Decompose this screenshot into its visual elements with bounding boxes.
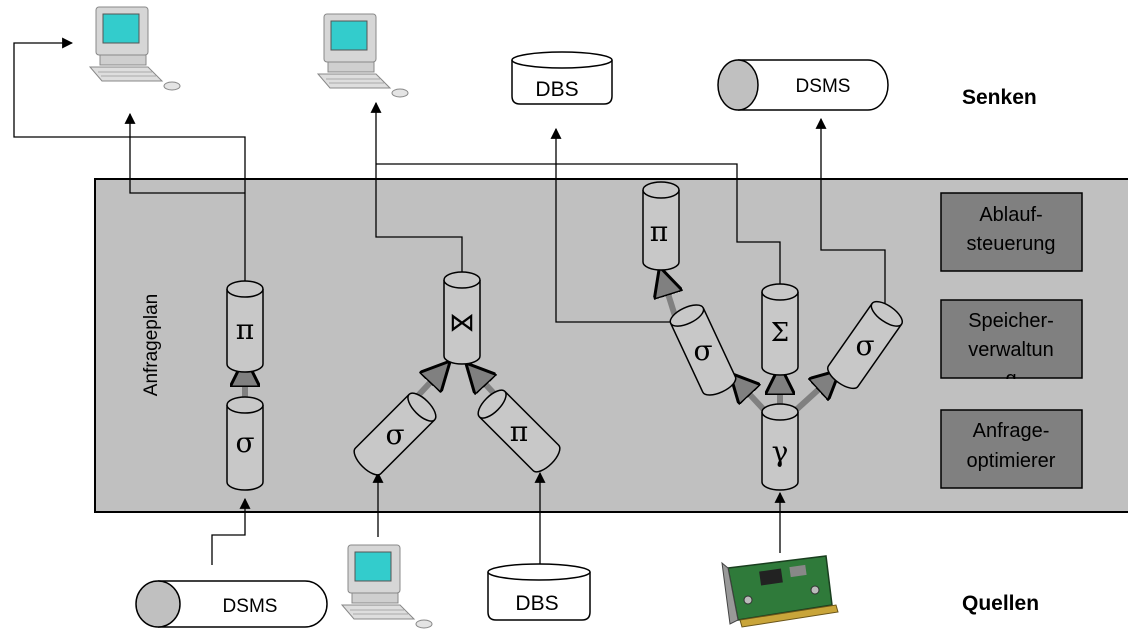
sigma-symbol: σ bbox=[235, 426, 254, 459]
pi-symbol: π bbox=[236, 313, 254, 346]
sink-computer-2 bbox=[318, 14, 408, 97]
sum-symbol: Σ bbox=[771, 318, 789, 348]
panel-ablaufsteuerung: Ablauf- steuerung bbox=[941, 193, 1082, 271]
panel-anfrage-line1: Anfrage- bbox=[973, 420, 1050, 442]
panel-speicherverwaltung: Speicher- verwaltun g bbox=[941, 300, 1082, 391]
panel-speicher-line2: verwaltun bbox=[968, 339, 1054, 361]
pi-symbol: π bbox=[510, 415, 528, 448]
source-computer bbox=[342, 545, 432, 628]
panel-ablauf-line2: steuerung bbox=[967, 233, 1056, 255]
panel-speicher-line1: Speicher- bbox=[968, 310, 1054, 332]
sink-dsms: DSMS bbox=[718, 60, 888, 110]
operator-sum: Σ bbox=[762, 284, 798, 375]
source-dsms: DSMS bbox=[136, 581, 327, 627]
source-dsms-label: DSMS bbox=[223, 596, 278, 617]
anfrageplan-label: Anfrageplan bbox=[141, 294, 162, 396]
sink-dsms-label: DSMS bbox=[796, 76, 851, 97]
operator-gamma: γ bbox=[762, 404, 798, 490]
sink-computer-1 bbox=[90, 7, 180, 90]
pi-symbol: π bbox=[650, 215, 668, 248]
source-dbs-label: DBS bbox=[515, 592, 558, 615]
source-dbs: DBS bbox=[488, 564, 590, 620]
quellen-label: Quellen bbox=[962, 592, 1039, 615]
sigma-symbol: σ bbox=[855, 329, 874, 362]
operator-join: ⋈ bbox=[444, 272, 480, 364]
sink-dbs-label: DBS bbox=[535, 78, 578, 101]
sigma-symbol: σ bbox=[693, 334, 712, 367]
panel-anfrage-line2: optimierer bbox=[967, 450, 1056, 472]
sigma-symbol: σ bbox=[385, 418, 404, 451]
join-symbol: ⋈ bbox=[449, 308, 475, 338]
operator-pi-3: π bbox=[643, 182, 679, 270]
gamma-symbol: γ bbox=[772, 435, 789, 468]
panel-anfrageoptimierer: Anfrage- optimierer bbox=[941, 410, 1082, 488]
operator-sigma-1: σ bbox=[227, 397, 263, 490]
source-capture-card bbox=[722, 556, 838, 627]
panel-ablauf-line1: Ablauf- bbox=[979, 204, 1042, 226]
senken-label: Senken bbox=[962, 86, 1037, 109]
sink-dbs: DBS bbox=[512, 52, 612, 104]
operator-pi-1: π bbox=[227, 281, 263, 372]
